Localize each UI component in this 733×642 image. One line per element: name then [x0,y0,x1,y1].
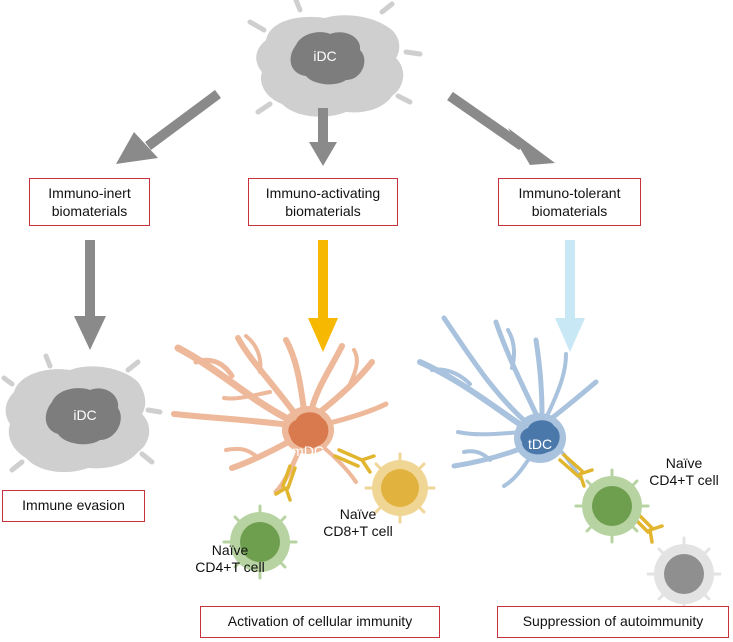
top-idc-cell: iDC [247,0,423,117]
arrow-to-inert [116,89,221,164]
cd4-tcell-right-label: Naïve CD4+T cell [649,455,719,488]
suppression-autoimmunity-box: Suppression of autoimmunity [497,606,729,638]
immune-evasion-box: Immune evasion [2,490,145,522]
cd8-tcell-label: Naïve CD8+T cell [323,506,393,539]
tdc-receptors [558,453,664,544]
top-arrows [116,89,555,166]
left-idc-nucleus [45,388,121,445]
cd4-tcell-right [574,468,650,544]
activation-cellular-immunity-box: Activation of cellular immunity [200,606,440,638]
arrow-to-activating [309,108,337,166]
tdc-label: tDC [528,436,552,452]
mdc-cell: mDC [171,334,389,495]
left-idc-cell: iDC [1,353,163,473]
suppressed-cell [646,536,722,612]
cd4-tcell-mid [222,504,298,580]
cd8-tcell [364,452,436,524]
immuno-activating-box: Immuno-activating biomaterials [248,178,398,226]
arrow-inert-down [74,240,106,350]
arrow-activating-down [308,240,338,352]
mdc-receptors [274,448,376,502]
top-idc-label: iDC [313,48,336,64]
top-idc-nucleus [290,32,365,85]
tdc-cell: tDC [417,315,599,488]
immuno-tolerant-box: Immuno-tolerant biomaterials [498,178,641,226]
mdc-nucleus [288,412,329,449]
cd4-tcell-mid-label: Naïve CD4+T cell [195,542,265,575]
mdc-label: mDC [292,443,324,459]
left-idc-label: iDC [73,407,96,423]
tdc-nucleus [520,420,560,455]
arrow-to-tolerant [447,91,555,165]
arrow-tolerant-down [555,240,585,352]
immuno-inert-box: Immuno-inert biomaterials [29,178,150,226]
